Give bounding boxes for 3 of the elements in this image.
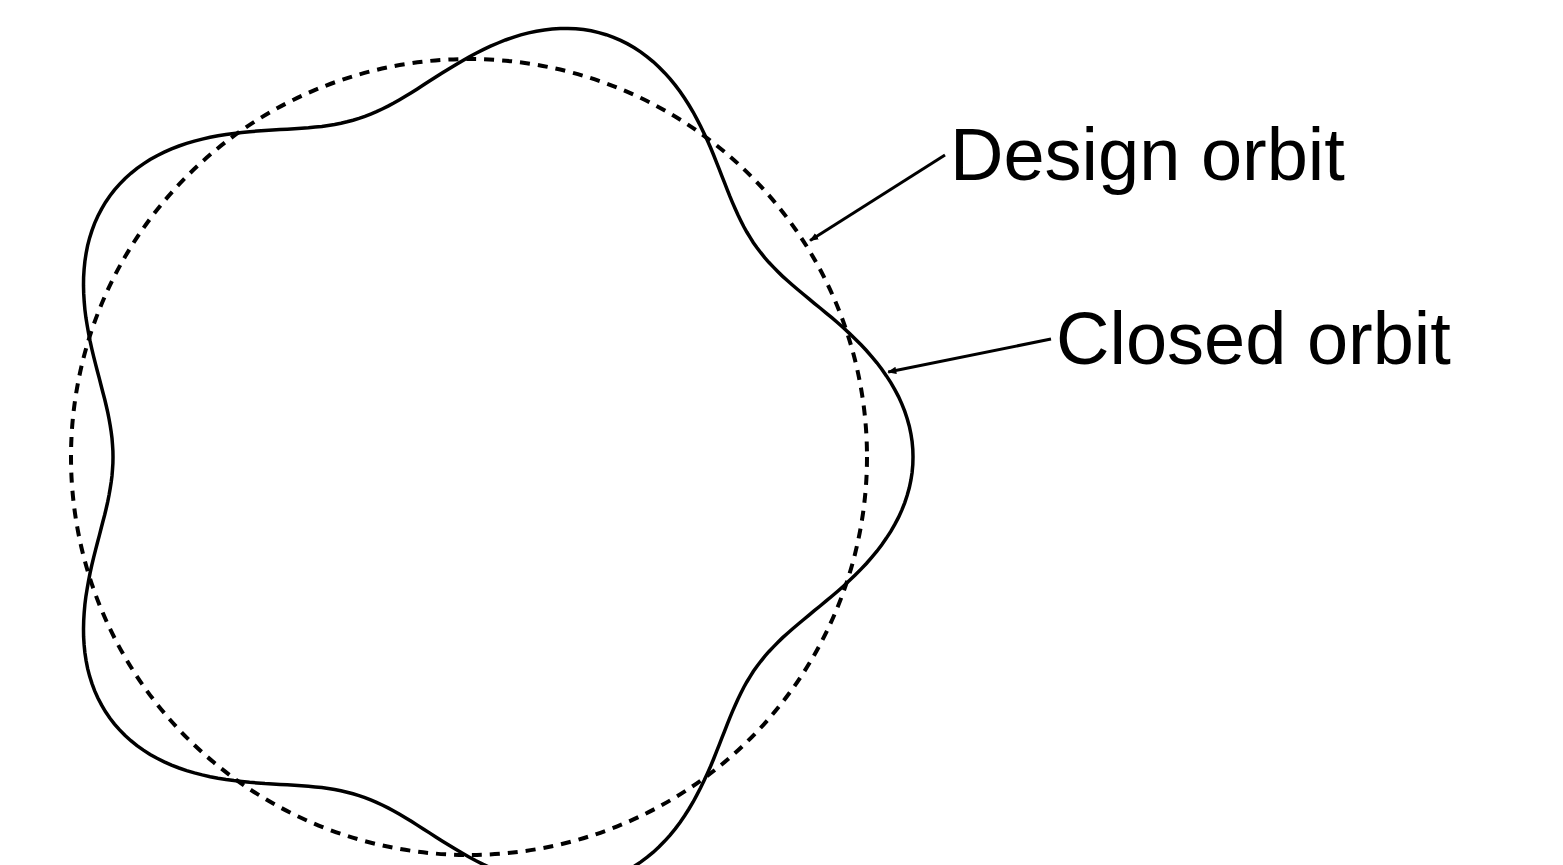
callout-label: Closed orbit [1056,302,1451,376]
leader-line [887,337,1052,374]
leader-line [809,153,946,242]
